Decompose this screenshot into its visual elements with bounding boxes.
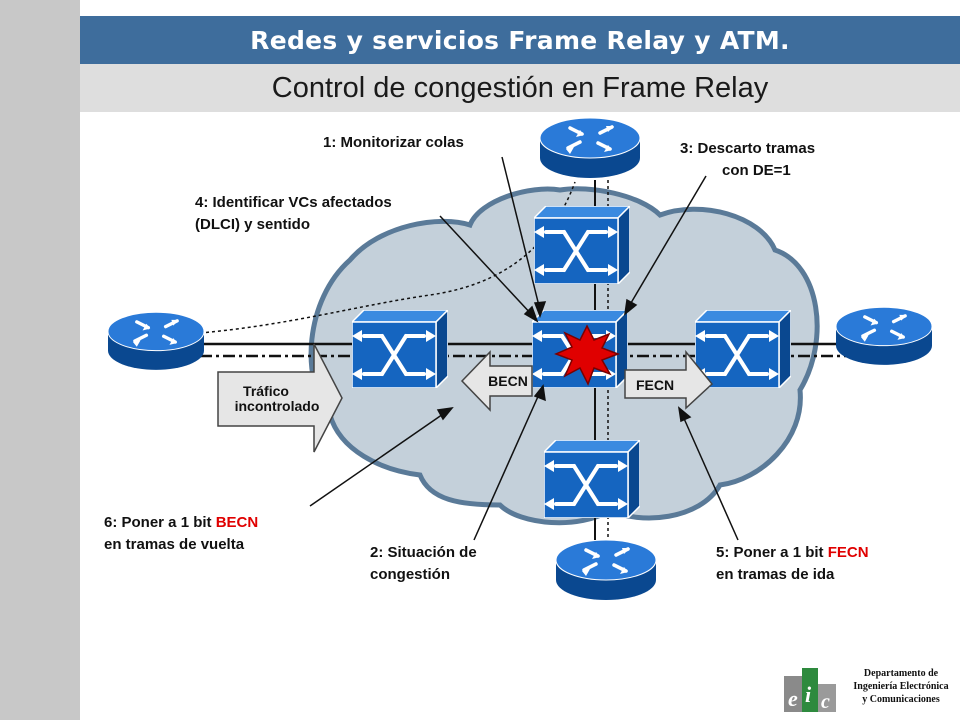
label-step4-line2: (DLCI) y sentido [195, 216, 310, 233]
switch-bottom [544, 440, 640, 518]
router-right [836, 306, 932, 367]
label-step3-line2: con DE=1 [722, 162, 791, 179]
header-title: Redes y servicios Frame Relay y ATM. [250, 25, 790, 55]
label-step6-prefix: 6: Poner a 1 bit [104, 514, 216, 531]
fecn-label: FECN [635, 377, 675, 393]
department-line2: Ingeniería Electrónica [853, 681, 949, 692]
header-bar: Redes y servicios Frame Relay y ATM. [80, 16, 960, 64]
subtitle-bar: Control de congestión en Frame Relay [80, 64, 960, 112]
label-step1: 1: Monitorizar colas [323, 134, 464, 151]
fecn-arrow [624, 349, 714, 410]
svg-text:c: c [821, 691, 830, 713]
switch-left [352, 310, 448, 388]
label-step5-line1: 5: Poner a 1 bit FECN [716, 542, 869, 563]
department-logo-icon: e i c [784, 668, 836, 713]
label-step6-line1: 6: Poner a 1 bit BECN [104, 512, 258, 533]
router-bottom [556, 540, 656, 602]
becn-arrow [460, 350, 533, 412]
traffic-label-line1: Tráfico [243, 383, 289, 399]
label-step5-bit: FECN [827, 544, 869, 561]
label-step2-line2: congestión [370, 566, 451, 583]
router-top [540, 118, 640, 180]
label-step4-line1: 4: Identificar VCs afectados [195, 194, 392, 211]
callout-lines [309, 156, 739, 541]
department-line3: y Comunicaciones [862, 694, 940, 705]
department-line1: Departamento de [863, 668, 939, 679]
left-side-bar [0, 0, 80, 720]
switch-top [534, 206, 630, 284]
label-step5-prefix: 5: Poner a 1 bit [716, 544, 828, 561]
label-step5-line2: en tramas de ida [716, 566, 835, 583]
svg-text:e: e [788, 686, 798, 711]
traffic-label-line2: incontrolado [234, 398, 320, 414]
switch-right [695, 310, 791, 388]
becn-label: BECN [488, 373, 528, 389]
department-name: Departamento de Ingeniería Electrónica y… [842, 667, 960, 706]
congestion-burst-icon [554, 324, 621, 386]
label-step2-line1: 2: Situación de [370, 544, 477, 561]
svg-text:i: i [805, 682, 812, 707]
page-title: Control de congestión en Frame Relay [271, 71, 769, 104]
traffic-arrow [217, 343, 343, 453]
label-step3-line1: 3: Descarto tramas [680, 140, 816, 157]
router-left [108, 312, 204, 372]
label-step6-bit: BECN [215, 514, 259, 531]
label-step6-line2: en tramas de vuelta [104, 536, 245, 553]
